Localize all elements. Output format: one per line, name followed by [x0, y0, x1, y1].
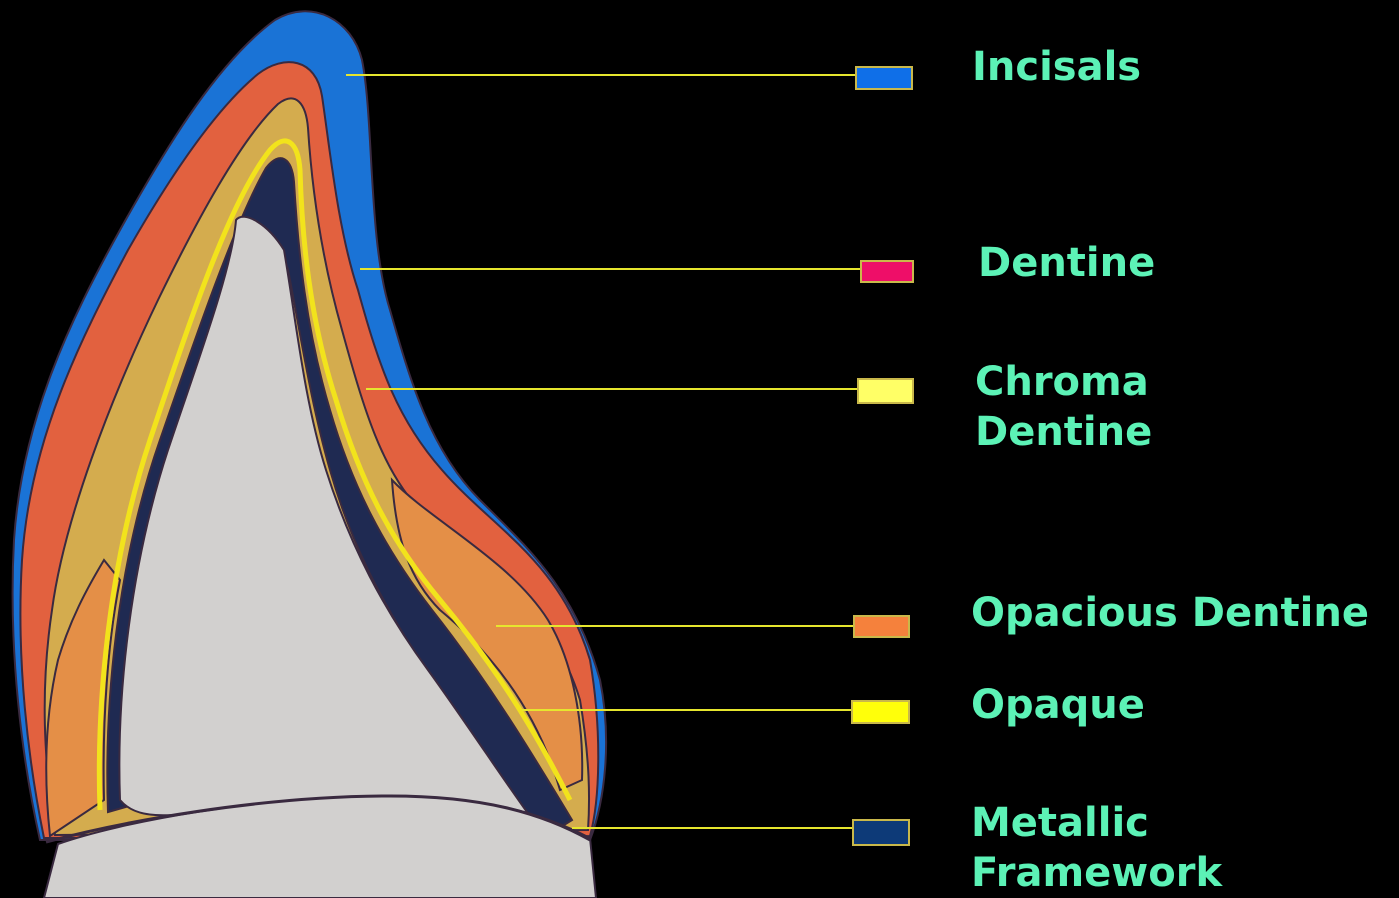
- label-line: Opacious Dentine: [971, 588, 1369, 638]
- label-line: Framework: [971, 848, 1222, 898]
- label-opaque: Opaque: [971, 680, 1145, 730]
- swatch-metallic-framework: [853, 820, 909, 845]
- label-incisals: Incisals: [972, 42, 1141, 92]
- label-line: Chroma: [975, 357, 1152, 407]
- label-line: Incisals: [972, 42, 1141, 92]
- label-line: Opaque: [971, 680, 1145, 730]
- label-line: Metallic: [971, 798, 1222, 848]
- label-opacious-dentine: Opacious Dentine: [971, 588, 1369, 638]
- swatch-opaque: [852, 701, 909, 723]
- label-metallic-framework: Metallic Framework: [971, 798, 1222, 898]
- label-dentine: Dentine: [978, 238, 1155, 288]
- swatch-chroma-dentine: [858, 379, 913, 403]
- swatch-incisals: [856, 67, 912, 89]
- label-chroma-dentine: Chroma Dentine: [975, 357, 1152, 457]
- label-line: Dentine: [978, 238, 1155, 288]
- swatch-opacious-dentine: [854, 616, 909, 637]
- label-line: Dentine: [975, 407, 1152, 457]
- swatch-dentine: [861, 261, 913, 282]
